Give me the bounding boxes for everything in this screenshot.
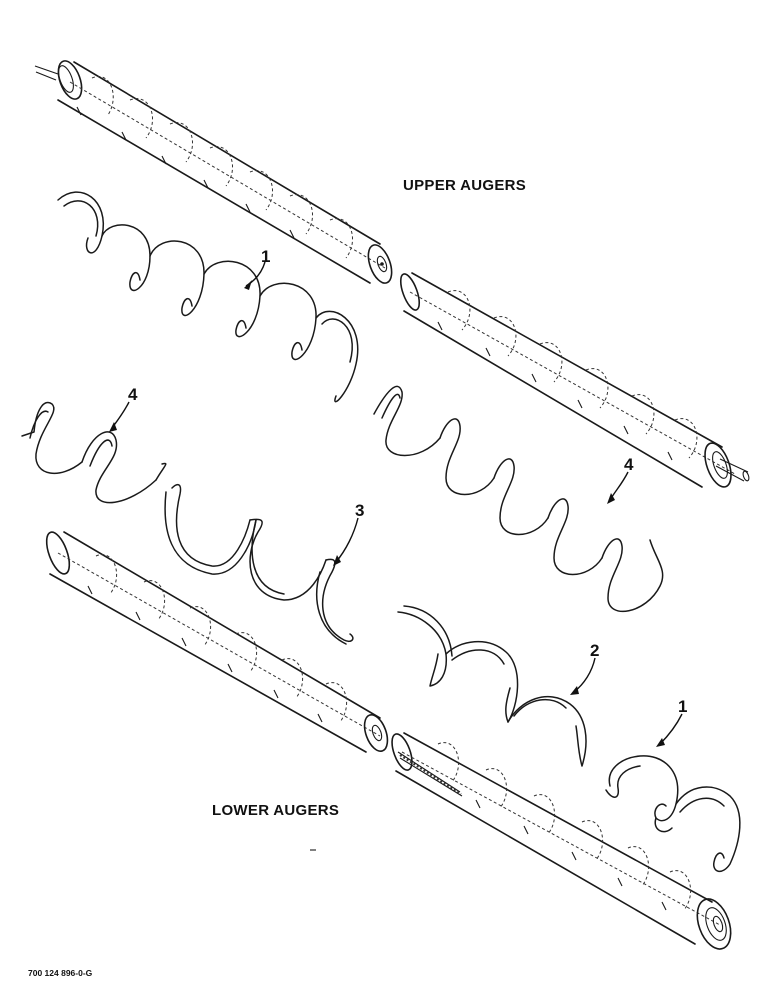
lower-augers-label: LOWER AUGERS (212, 802, 339, 819)
upper-augers-label: UPPER AUGERS (403, 177, 526, 194)
auger-flight-wide (164, 483, 354, 645)
callout-2: 2 (590, 641, 599, 660)
auger-flight-long-upper (57, 191, 359, 403)
callout-1-upper: 1 (261, 247, 270, 266)
auger-flight-lower-mid (397, 605, 587, 767)
drawing-code: 700 124 896-0-G (28, 968, 93, 978)
upper-right-auger-tube (399, 272, 750, 488)
callout-1-lower: 1 (678, 697, 687, 716)
callout-3: 3 (355, 501, 364, 520)
callout-4-right: 4 (624, 455, 634, 474)
upper-left-auger-tube (34, 60, 393, 284)
lower-right-auger-tube (391, 732, 732, 950)
auger-flight-short-left (21, 401, 167, 504)
auger-flight-short-right (373, 385, 664, 613)
lower-left-auger-tube (45, 531, 389, 753)
callout-4-left: 4 (128, 385, 138, 404)
callout-arrows (109, 261, 683, 747)
auger-flight-lower-right (605, 755, 741, 873)
